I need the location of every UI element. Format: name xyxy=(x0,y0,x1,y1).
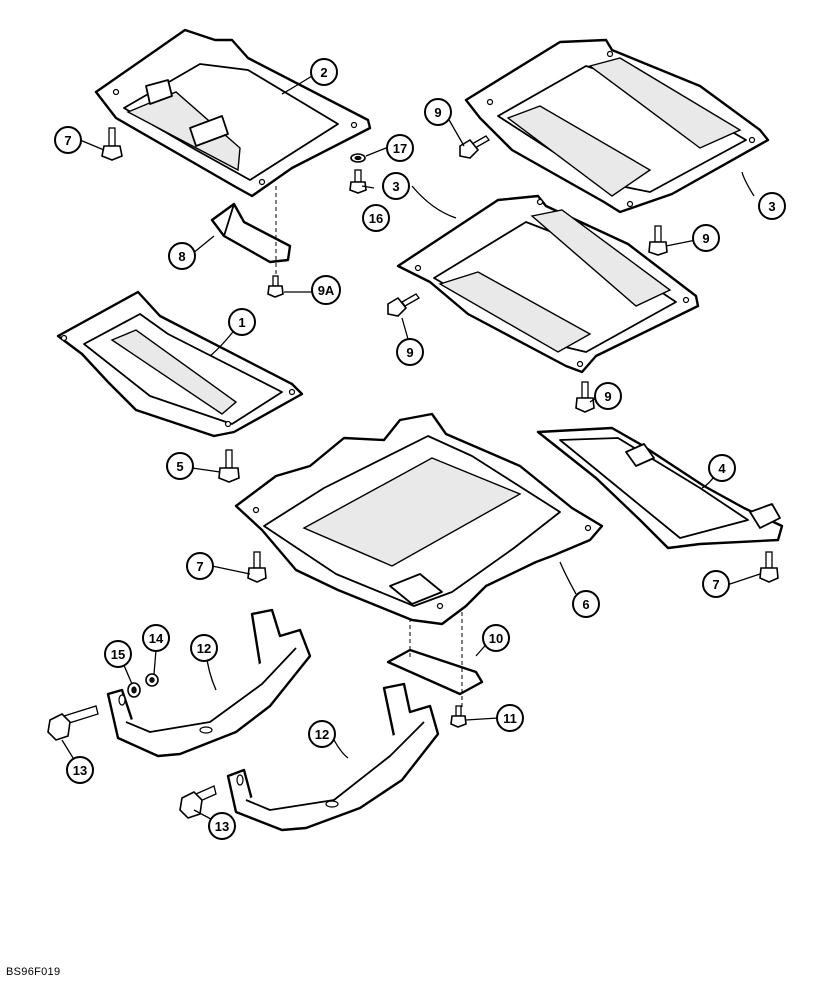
bolt-9-mid xyxy=(387,293,420,317)
callout-1: 1 xyxy=(228,308,256,336)
bolt-5 xyxy=(218,449,240,483)
part-12-bracket-lower xyxy=(226,682,440,832)
part-8-bracket xyxy=(210,202,292,264)
callout-5: 5 xyxy=(166,452,194,480)
callout-16: 16 xyxy=(362,204,390,232)
callout-9-upper: 9 xyxy=(424,98,452,126)
callout-10-label: 10 xyxy=(489,631,503,646)
callout-7-upper: 7 xyxy=(54,126,82,154)
callout-9A: 9A xyxy=(311,275,341,305)
callout-3-mid: 3 xyxy=(382,172,410,200)
callout-13-upper: 13 xyxy=(66,756,94,784)
bolt-7-upper xyxy=(101,127,123,161)
callout-10: 10 xyxy=(482,624,510,652)
callout-7-upper-label: 7 xyxy=(64,133,71,148)
callout-7-right: 7 xyxy=(702,570,730,598)
callout-9-right: 9 xyxy=(692,224,720,252)
part-6-floor-plate xyxy=(234,412,604,626)
callout-17-label: 17 xyxy=(393,141,407,156)
callout-8: 8 xyxy=(168,242,196,270)
callout-3-mid-label: 3 xyxy=(392,179,399,194)
callout-6: 6 xyxy=(572,590,600,618)
callout-9-upper-label: 9 xyxy=(434,105,441,120)
washer-15 xyxy=(127,682,141,698)
callout-13-lower: 13 xyxy=(208,812,236,840)
callout-13-lower-label: 13 xyxy=(215,819,229,834)
bolt-9-right xyxy=(648,225,668,256)
callout-12-lower: 12 xyxy=(308,720,336,748)
part-12-bracket-upper xyxy=(106,608,312,758)
callout-2: 2 xyxy=(310,58,338,86)
bolt-16 xyxy=(349,169,367,194)
part-1-plate xyxy=(56,290,304,438)
callout-7-mid: 7 xyxy=(186,552,214,580)
part-3-plate-middle xyxy=(396,194,700,374)
part-10-plate xyxy=(386,648,484,696)
callout-9A-label: 9A xyxy=(318,283,335,298)
callout-15-label: 15 xyxy=(111,647,125,662)
bolt-13-upper xyxy=(47,705,99,741)
callout-6-label: 6 xyxy=(582,597,589,612)
callout-3-upper: 3 xyxy=(758,192,786,220)
callout-11: 11 xyxy=(496,704,524,732)
bolt-9-upper xyxy=(459,135,490,159)
bolt-11 xyxy=(450,705,467,728)
part-2-plate xyxy=(94,28,372,198)
callout-13-upper-label: 13 xyxy=(73,763,87,778)
callout-9-mid: 9 xyxy=(396,338,424,366)
callout-15: 15 xyxy=(104,640,132,668)
callout-7-right-label: 7 xyxy=(712,577,719,592)
callout-7-mid-label: 7 xyxy=(196,559,203,574)
callout-3-upper-label: 3 xyxy=(768,199,775,214)
part-3-plate-upper xyxy=(464,38,770,214)
callout-4-label: 4 xyxy=(718,461,726,476)
callout-5-label: 5 xyxy=(176,459,183,474)
callout-17: 17 xyxy=(386,134,414,162)
callout-1-label: 1 xyxy=(238,315,245,330)
callout-2-label: 2 xyxy=(320,65,327,80)
callout-4: 4 xyxy=(708,454,736,482)
callout-9-mid-label: 9 xyxy=(406,345,413,360)
callout-8-label: 8 xyxy=(178,249,185,264)
callout-11-label: 11 xyxy=(503,711,517,726)
callout-9-lower: 9 xyxy=(594,382,622,410)
callout-14: 14 xyxy=(142,624,170,652)
part-4-plate xyxy=(536,426,784,550)
callout-14-label: 14 xyxy=(149,631,164,646)
bolt-7-mid xyxy=(247,551,267,583)
callout-9-right-label: 9 xyxy=(702,231,709,246)
callout-12-upper: 12 xyxy=(190,634,218,662)
bolt-9A xyxy=(267,275,284,298)
alignment-lines xyxy=(275,186,463,708)
callout-12-lower-label: 12 xyxy=(315,727,329,742)
callout-9-lower-label: 9 xyxy=(604,389,611,404)
callout-16-label: 16 xyxy=(369,211,383,226)
nut-17 xyxy=(350,153,366,163)
callout-12-upper-label: 12 xyxy=(197,641,211,656)
drawing-code: BS96F019 xyxy=(6,966,61,978)
nut-14 xyxy=(145,673,159,687)
bolt-7-right xyxy=(759,551,779,583)
bolt-13-lower xyxy=(179,785,217,819)
bolt-9-lower xyxy=(575,381,595,413)
